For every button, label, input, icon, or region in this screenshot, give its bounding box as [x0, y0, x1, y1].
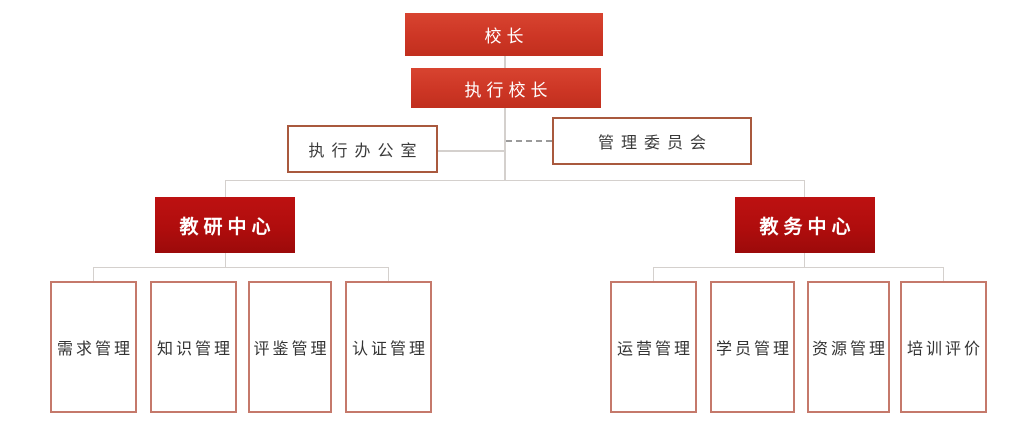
node-academic-affairs-center[interactable]: 教务中心	[735, 197, 875, 253]
node-teaching-research-center-label: 教研中心	[179, 215, 276, 238]
node-teaching-research-center[interactable]: 教研中心	[155, 197, 295, 253]
node-student-management[interactable]: 学员管理	[710, 281, 795, 413]
connector-left-group-stem	[225, 253, 226, 268]
connector-right-group-horizontal	[653, 267, 944, 268]
node-management-committee[interactable]: 管理委员会	[552, 117, 752, 165]
node-training-evaluation[interactable]: 培训评价	[900, 281, 987, 413]
connector-office-branch	[438, 150, 504, 152]
node-resource-management-label: 资源管理	[812, 339, 889, 358]
node-executive-office-label: 执行办公室	[308, 141, 424, 160]
connector-drop-right-center	[804, 180, 805, 197]
connector-centers-horizontal	[225, 180, 805, 181]
connector-drop-left-center	[225, 180, 226, 197]
node-executive-office[interactable]: 执行办公室	[287, 125, 438, 173]
node-principal-label: 校长	[484, 27, 529, 47]
connector-right-group-drop-last	[943, 267, 944, 281]
connector-left-group-drop-first	[93, 267, 94, 281]
node-student-management-label: 学员管理	[715, 339, 792, 358]
node-operations-management-label: 运营管理	[616, 339, 693, 358]
node-knowledge-management[interactable]: 知识管理	[150, 281, 237, 413]
node-certification-management-label: 认证管理	[351, 339, 428, 358]
node-management-committee-label: 管理委员会	[597, 133, 713, 152]
connector-committee-dashed	[506, 140, 552, 142]
node-knowledge-management-label: 知识管理	[156, 339, 233, 358]
node-executive-principal-label: 执行校长	[464, 80, 553, 101]
connector-right-group-stem	[804, 253, 805, 268]
connector-left-group-drop-last	[388, 267, 389, 281]
node-operations-management[interactable]: 运营管理	[610, 281, 697, 413]
node-evaluation-management[interactable]: 评鉴管理	[248, 281, 332, 413]
connector-right-group-drop-first	[653, 267, 654, 281]
node-training-evaluation-label: 培训评价	[906, 339, 983, 358]
node-executive-principal[interactable]: 执行校长	[411, 68, 601, 108]
connector-left-group-horizontal	[93, 267, 389, 268]
connector-executive-trunk	[504, 108, 506, 181]
node-resource-management[interactable]: 资源管理	[807, 281, 890, 413]
node-principal[interactable]: 校长	[405, 13, 603, 56]
node-certification-management[interactable]: 认证管理	[345, 281, 432, 413]
node-demand-management[interactable]: 需求管理	[50, 281, 137, 413]
node-academic-affairs-center-label: 教务中心	[759, 215, 856, 238]
node-demand-management-label: 需求管理	[56, 339, 133, 358]
connector-root-to-executive	[504, 56, 506, 68]
node-evaluation-management-label: 评鉴管理	[253, 339, 330, 358]
